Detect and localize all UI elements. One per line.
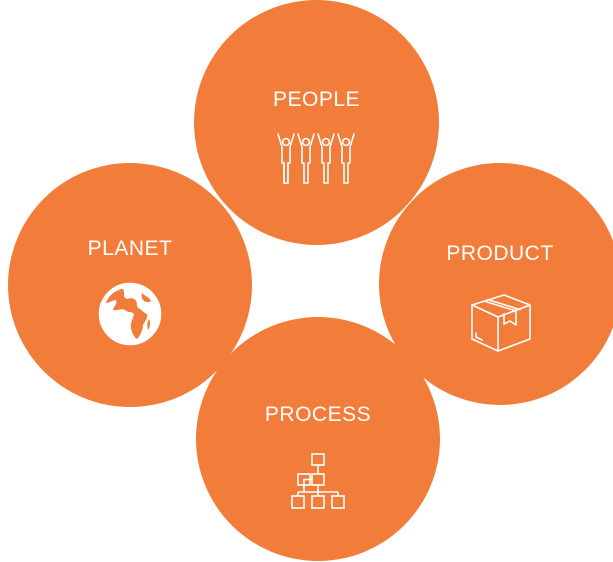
- globe-icon: [97, 281, 163, 347]
- people-label: PEOPLE: [272, 88, 361, 111]
- org-chart-icon: [280, 452, 356, 510]
- process-circle: PROCESS: [196, 317, 440, 561]
- product-circle: PRODUCT: [379, 163, 613, 405]
- planet-circle: PLANET: [8, 163, 252, 407]
- box-icon: [464, 287, 536, 355]
- people-circle: PEOPLE: [194, 0, 439, 245]
- product-label: PRODUCT: [446, 242, 554, 265]
- process-label: PROCESS: [264, 403, 372, 426]
- people-icon: [276, 133, 358, 185]
- planet-label: PLANET: [87, 237, 173, 260]
